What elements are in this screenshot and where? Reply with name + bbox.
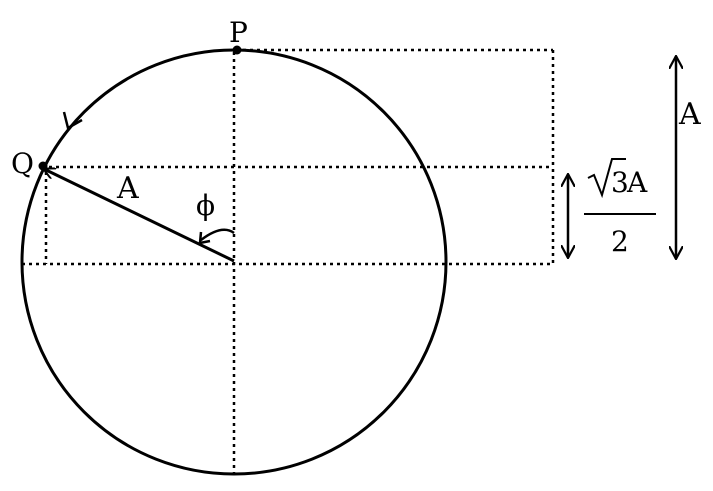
sqrt-sign-icon — [587, 158, 626, 199]
radius-label: A — [116, 171, 139, 206]
fraction-denominator: 2 — [611, 225, 629, 258]
point-q-dot — [38, 161, 48, 171]
fraction-root-value: 3 — [611, 166, 629, 199]
angle-phi-arrowhead-icon — [198, 231, 211, 245]
fraction-amplitude: A — [626, 166, 648, 199]
rotation-direction-arrow-icon — [62, 111, 83, 130]
angle-phi-arc — [200, 228, 235, 241]
point-p-dot — [232, 45, 242, 55]
dotted-guides — [22, 48, 555, 474]
point-p-label: P — [229, 16, 248, 49]
amplitude-label: A — [678, 97, 701, 132]
angle-label: ϕ — [196, 189, 215, 222]
point-q-label: Q — [11, 147, 34, 180]
height-fraction: 3 A 2 — [584, 158, 656, 258]
radius-vector — [44, 169, 235, 263]
